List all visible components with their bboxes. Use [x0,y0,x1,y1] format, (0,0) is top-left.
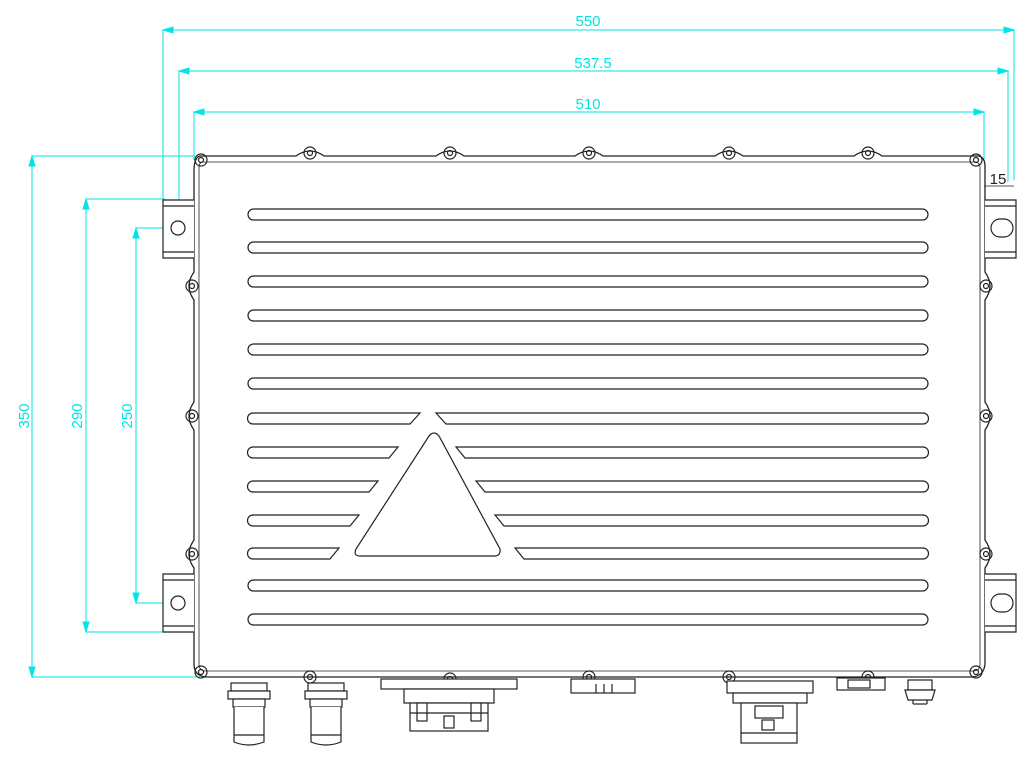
screw-icon [185,409,199,423]
cooling-slot [434,412,930,425]
cooling-slot [246,514,361,527]
dim-text-overall-height: 350 [16,403,33,428]
screw-icon [185,279,199,293]
cooling-slot [246,446,400,459]
bracket-top-right [985,199,1017,259]
screw-icon [979,409,993,423]
cooling-slot [247,309,929,322]
screw-icon [185,547,199,561]
screw-icon [582,146,596,160]
cooling-slot [513,547,930,560]
dimension-mount-width [177,67,1010,205]
dim-text-hole-height: 250 [119,403,136,428]
ground-terminal [904,679,936,705]
dimension-overall-height [28,154,200,679]
dim-text-mount-width: 537.5 [574,55,612,72]
coolant-pipe-left [227,682,271,746]
dimension-body-width [192,108,986,160]
mounting-hole-icon [170,595,186,611]
screw-icon [194,153,208,167]
screw-icon [722,146,736,160]
mounting-slot-icon [990,593,1014,613]
screw-icon [303,146,317,160]
cooling-slot [247,579,929,592]
power-connector [726,680,814,744]
cooling-slot [247,613,929,626]
dimension-overall-width [161,26,1016,205]
cooling-slot [246,547,341,560]
dim-text-mount-height: 290 [69,403,86,428]
dim-text-body-width: 510 [575,96,600,113]
signal-connector-small [570,678,636,694]
cooling-slot [246,412,422,425]
signal-connector-main [380,678,518,732]
screw-icon [443,146,457,160]
cooling-slot [247,275,929,288]
cooling-slots [246,208,930,626]
enclosure-body [188,150,991,678]
dim-text-overall-width: 550 [575,13,600,30]
mounting-slot-icon [990,218,1014,238]
cooling-slot [454,446,930,459]
dimension-mount-height [82,197,165,634]
enclosure-screws [185,146,993,686]
bottom-connectors [227,677,936,746]
cooling-slot [474,480,930,493]
mounting-hole-icon [170,220,186,236]
screw-icon [969,665,983,679]
bracket-top-left [162,199,194,259]
screw-icon [979,547,993,561]
sensor-connector [836,677,886,691]
cooling-slot [247,241,929,254]
cooling-slot [247,377,929,390]
coolant-pipe-right [304,682,348,746]
cooling-slot [246,480,380,493]
cooling-slot [247,343,929,356]
screw-icon [194,665,208,679]
warning-triangle-icon [354,432,501,557]
cooling-slot [247,208,929,221]
dimension-hole-height [132,226,176,605]
mounting-brackets [162,185,1017,633]
bracket-bottom-right [985,573,1017,633]
bracket-bottom-left [162,573,194,633]
dim-text-bracket-offset: 15 [990,171,1007,188]
screw-icon [969,153,983,167]
cooling-slot [493,514,930,527]
screw-icon [861,146,875,160]
screw-icon [979,279,993,293]
